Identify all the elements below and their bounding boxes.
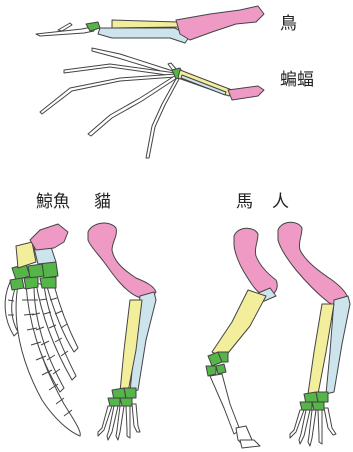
- human-arm: [278, 222, 350, 446]
- human-humerus: [278, 222, 348, 305]
- cat-leg: [88, 223, 156, 440]
- bat-digit-3: [40, 74, 176, 114]
- bird-digit-2: [58, 23, 72, 31]
- label-bat: 蝙蝠: [280, 72, 314, 89]
- whale-phalanges: [5, 282, 80, 436]
- horse-humerus: [234, 228, 277, 296]
- bird-humerus: [176, 6, 264, 40]
- whale-carpals: [10, 262, 58, 290]
- bird-ulna: [98, 28, 190, 43]
- bird-wing: [36, 6, 264, 43]
- cat-humerus: [88, 223, 156, 298]
- horse-leg: [206, 228, 277, 448]
- horse-radius: [212, 290, 266, 358]
- human-phalanges: [290, 408, 336, 446]
- cat-phalanges: [98, 404, 140, 440]
- label-cat: 貓: [94, 194, 111, 211]
- label-horse: 馬: [236, 194, 253, 211]
- whale-humerus: [30, 224, 68, 250]
- horse-cannon-and-hoof: [210, 374, 260, 448]
- bat-digit-5: [146, 77, 179, 158]
- label-whale: 鯨魚: [36, 194, 70, 211]
- cat-carpals: [108, 388, 136, 406]
- bat-humerus: [228, 86, 264, 100]
- bird-radius: [112, 20, 182, 28]
- bat-wing: [40, 48, 264, 158]
- horse-carpals: [206, 352, 228, 376]
- whale-flipper: [5, 224, 80, 436]
- human-carpals: [300, 392, 328, 410]
- label-human: 人: [272, 194, 289, 211]
- label-bird: 鳥: [280, 16, 297, 33]
